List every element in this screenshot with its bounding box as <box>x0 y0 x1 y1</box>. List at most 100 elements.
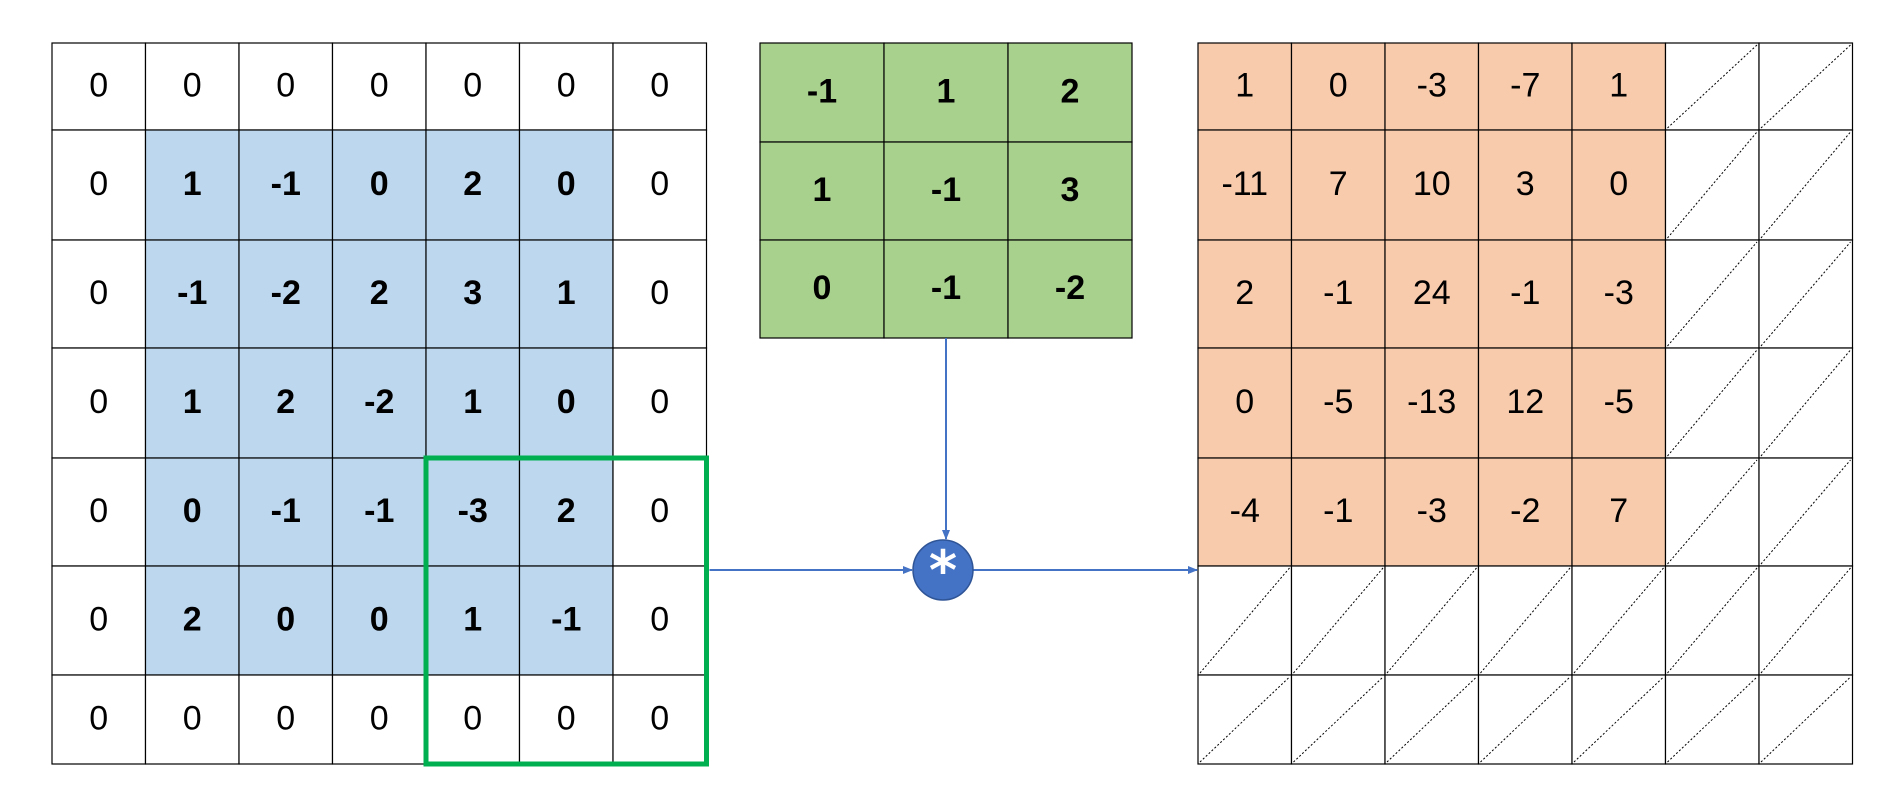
output-cell <box>1384 42 1480 131</box>
kernel-cell <box>1007 239 1133 339</box>
empty-cell-hatch <box>1667 349 1758 457</box>
input-cell-value: 3 <box>463 274 482 312</box>
input-cell-value: 0 <box>89 600 108 638</box>
output-cell <box>1290 129 1386 241</box>
input-cell <box>238 42 334 131</box>
input-cell-value: 0 <box>183 492 202 530</box>
input-cell-value: 0 <box>276 66 295 104</box>
output-cell <box>1197 239 1293 349</box>
input-cell-value: -1 <box>271 165 301 203</box>
output-cell-value: -2 <box>1510 492 1540 530</box>
input-cell <box>612 457 708 567</box>
input-cell-value: 0 <box>89 165 108 203</box>
input-cell <box>144 565 240 676</box>
kernel-cell-value: 2 <box>1061 72 1080 110</box>
empty-cell-hatch <box>1667 241 1758 347</box>
output-cell <box>1384 239 1480 349</box>
input-cell-value: 1 <box>183 165 202 203</box>
input-cell <box>425 565 521 676</box>
input-cell-value: 2 <box>463 165 482 203</box>
kernel-cell <box>759 141 885 241</box>
input-cell-value: -2 <box>364 383 394 421</box>
input-cell-value: 0 <box>463 699 482 737</box>
input-cell-value: 2 <box>370 274 389 312</box>
connectors: * <box>709 338 1198 602</box>
empty-cell-hatch <box>1386 567 1477 674</box>
kernel-cell-value: -1 <box>931 269 961 307</box>
input-cell <box>51 457 147 567</box>
empty-cell-hatch <box>1760 567 1851 674</box>
output-cell-value: 0 <box>1329 66 1348 104</box>
output-cell <box>1477 129 1573 241</box>
empty-cell-hatch <box>1667 676 1758 763</box>
kernel-cell <box>1007 141 1133 241</box>
input-cell <box>425 674 521 765</box>
input-cell <box>518 674 614 765</box>
input-cell-value: 0 <box>650 383 669 421</box>
output-cell-value: -3 <box>1604 274 1634 312</box>
input-cell <box>612 674 708 765</box>
empty-cell-hatch <box>1199 567 1290 674</box>
output-cell <box>1197 347 1293 459</box>
input-cell-value: -3 <box>458 492 488 530</box>
output-cell-value: 12 <box>1506 383 1544 421</box>
input-cell <box>238 239 334 349</box>
output-cell-value: 10 <box>1413 165 1451 203</box>
input-cell-value: 0 <box>89 274 108 312</box>
output-cell-value: 7 <box>1609 492 1628 530</box>
input-cell <box>612 129 708 241</box>
input-cell-value: 0 <box>650 600 669 638</box>
input-cell-value: 2 <box>276 383 295 421</box>
convolution-operator-icon <box>912 539 974 601</box>
input-cell <box>144 347 240 459</box>
output-cell-value: 0 <box>1609 165 1628 203</box>
output-cell-value: -3 <box>1417 66 1447 104</box>
output-cell <box>1477 347 1573 459</box>
kernel-cell-value: -1 <box>807 72 837 110</box>
input-cell-value: 0 <box>557 383 576 421</box>
sliding-window <box>423 455 709 767</box>
output-cell <box>1571 347 1667 459</box>
input-cell <box>238 565 334 676</box>
output-cell <box>1384 347 1480 459</box>
input-cell-value: -1 <box>551 600 581 638</box>
empty-cell-hatch <box>1293 676 1384 763</box>
input-cell-value: 0 <box>650 274 669 312</box>
input-cell <box>518 42 614 131</box>
input-cell-value: 0 <box>183 699 202 737</box>
input-cell <box>331 565 427 676</box>
input-cell <box>238 129 334 241</box>
output-cell <box>1384 129 1480 241</box>
empty-cell-hatch <box>1386 676 1477 763</box>
input-cell-value: 0 <box>463 66 482 104</box>
input-cell-value: 0 <box>89 66 108 104</box>
input-cell-value: 0 <box>370 600 389 638</box>
input-cell <box>612 565 708 676</box>
input-cell <box>331 239 427 349</box>
output-cell-value: -3 <box>1417 492 1447 530</box>
input-cell <box>51 42 147 131</box>
input-cell <box>144 42 240 131</box>
output-cell-value: 0 <box>1235 383 1254 421</box>
input-cell-value: 0 <box>557 699 576 737</box>
output-cell-value: -11 <box>1221 165 1268 203</box>
input-cell <box>51 347 147 459</box>
output-cell-value: 2 <box>1235 274 1254 312</box>
empty-cell-hatch <box>1573 567 1664 674</box>
output-cell <box>1571 129 1667 241</box>
input-cell-value: 2 <box>557 492 576 530</box>
input-cell <box>238 674 334 765</box>
input-cell-value: -1 <box>364 492 394 530</box>
input-cell <box>518 129 614 241</box>
kernel-cell <box>759 239 885 339</box>
input-cell <box>51 674 147 765</box>
input-cell-value: 0 <box>650 66 669 104</box>
output-cell <box>1290 239 1386 349</box>
output-cell-value: 24 <box>1413 274 1451 312</box>
output-cell-value: 7 <box>1329 165 1348 203</box>
input-cell <box>612 347 708 459</box>
input-cell-value: 2 <box>183 600 202 638</box>
output-cell-value: 1 <box>1235 66 1254 104</box>
input-cell-value: 1 <box>183 383 202 421</box>
input-cell-value: 0 <box>650 165 669 203</box>
